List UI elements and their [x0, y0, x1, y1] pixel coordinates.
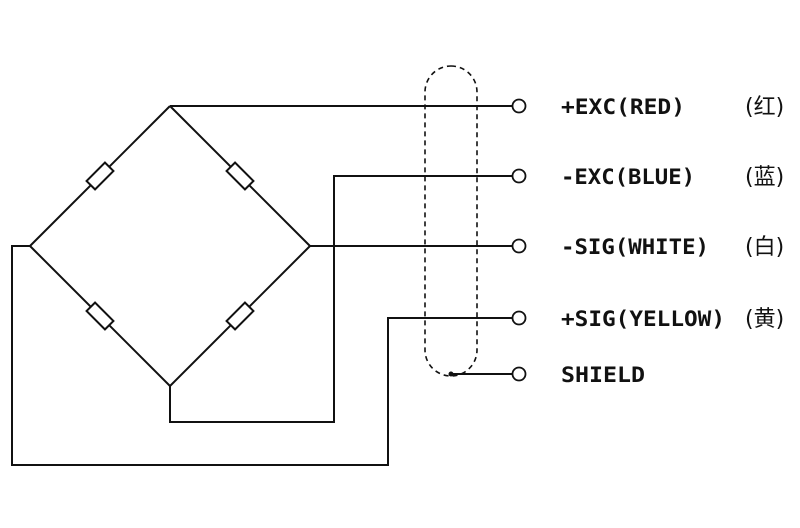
label-pos-sig-cn: (黄): [745, 307, 784, 332]
wires: [11, 105, 512, 466]
resistor-bottom-right: [225, 301, 255, 331]
shield-junction-dot: [448, 371, 454, 377]
terminal-labels: +EXC(RED) -EXC(BLUE) -SIG(WHITE) +SIG(YE…: [561, 95, 784, 387]
wire-neg-exc: [169, 175, 512, 423]
label-pos-sig: +SIG(YELLOW): [561, 307, 725, 331]
label-neg-exc: -EXC(BLUE): [561, 165, 695, 189]
wire-pos-sig: [11, 245, 512, 466]
terminal-neg-sig: [511, 238, 527, 254]
label-shield: SHIELD: [561, 363, 645, 387]
terminal-pos-exc: [511, 98, 527, 114]
label-neg-sig-cn: (白): [745, 235, 784, 260]
label-neg-sig: -SIG(WHITE): [561, 235, 709, 259]
label-pos-exc: +EXC(RED): [561, 95, 685, 119]
terminals: [511, 98, 527, 382]
terminal-shield: [511, 366, 527, 382]
terminal-pos-sig: [511, 310, 527, 326]
resistor-top-left: [85, 161, 115, 191]
label-pos-exc-cn: (红): [745, 95, 784, 120]
cable-shield-outline: [424, 65, 478, 377]
resistor-top-right: [225, 161, 255, 191]
label-neg-exc-cn: (蓝): [745, 165, 784, 190]
wheatstone-bridge: [29, 105, 311, 387]
resistor-bottom-left: [85, 301, 115, 331]
terminal-neg-exc: [511, 168, 527, 184]
